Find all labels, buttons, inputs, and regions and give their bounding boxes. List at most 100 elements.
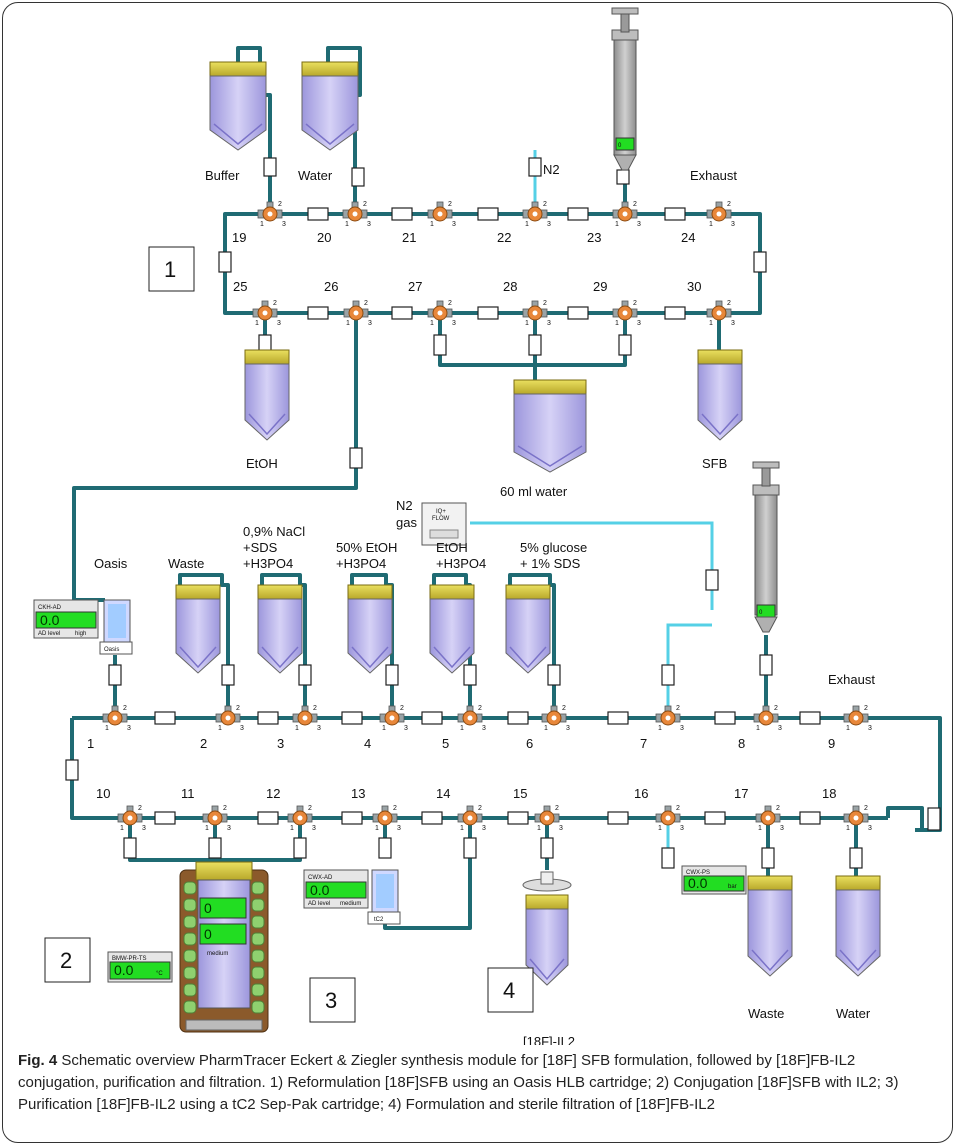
valve-port-label: 1 bbox=[758, 825, 762, 832]
heater-pad bbox=[251, 949, 265, 963]
inline-connectors bbox=[65, 157, 941, 869]
valve-number: 19 bbox=[232, 230, 246, 245]
vial-glucose bbox=[505, 584, 551, 674]
valve: 123 bbox=[427, 300, 456, 327]
valve-port-label: 3 bbox=[780, 825, 784, 832]
label-etoh50-1: 50% EtOH bbox=[336, 540, 397, 555]
valve-port-label: 3 bbox=[547, 320, 551, 327]
label-glucose-2: + 1% SDS bbox=[520, 556, 581, 571]
valve-port-label: 2 bbox=[278, 201, 282, 208]
valve-port-label: 3 bbox=[142, 825, 146, 832]
valve-port-label: 1 bbox=[615, 221, 619, 228]
valve: 123 bbox=[541, 705, 570, 732]
valve-port-label: 2 bbox=[123, 705, 127, 712]
cwx-ad-sub1: AD level bbox=[308, 901, 330, 907]
valve: 123 bbox=[427, 201, 456, 228]
valve-number: 8 bbox=[738, 736, 745, 751]
tube-glucose bbox=[508, 573, 556, 718]
reactor-level: medium bbox=[207, 951, 228, 957]
valve: 123 bbox=[843, 805, 872, 832]
heater-pad bbox=[183, 1000, 197, 1014]
valve-port-label: 3 bbox=[312, 825, 316, 832]
valve-port-label: 2 bbox=[776, 805, 780, 812]
valve-port-label: 1 bbox=[525, 320, 529, 327]
valve-port-label: 1 bbox=[255, 320, 259, 327]
valve-number: 14 bbox=[436, 786, 450, 801]
section-4-label: 4 bbox=[503, 978, 515, 1003]
valve-port-label: 3 bbox=[452, 221, 456, 228]
tube-waste-top bbox=[178, 573, 230, 718]
valve-port-label: 2 bbox=[633, 300, 637, 307]
reactor-value-2: 0 bbox=[204, 926, 212, 942]
valve-number: 13 bbox=[351, 786, 365, 801]
valve-port-label: 3 bbox=[397, 825, 401, 832]
valve-port-label: 2 bbox=[676, 805, 680, 812]
bmw-name: BMW-PR-TS bbox=[112, 956, 147, 962]
heater-pad bbox=[183, 898, 197, 912]
valve: 1 2 3 bbox=[522, 300, 551, 327]
valve-port-label: 3 bbox=[240, 725, 244, 732]
heater-pad bbox=[251, 966, 265, 980]
heater-pad bbox=[251, 932, 265, 946]
valve: 123 bbox=[215, 705, 244, 732]
cwx-ad-value: 0.0 bbox=[310, 882, 330, 898]
label-exhaust-top: Exhaust bbox=[690, 168, 737, 183]
valve-port-label: 1 bbox=[295, 725, 299, 732]
valve-port-label: 1 bbox=[756, 725, 760, 732]
valve: 123 bbox=[117, 805, 146, 832]
vial-buffer bbox=[209, 61, 267, 151]
label-etoh: EtOH bbox=[246, 456, 278, 471]
valve-port-label: 3 bbox=[566, 725, 570, 732]
vial-sfb bbox=[697, 349, 743, 441]
tube-nacl bbox=[260, 573, 307, 718]
valve-port-label: 1 bbox=[658, 725, 662, 732]
valve: 123 bbox=[372, 805, 401, 832]
valve-number: 25 bbox=[233, 279, 247, 294]
valve-port-label: 3 bbox=[559, 825, 563, 832]
valve-port-label: 3 bbox=[452, 320, 456, 327]
valve: 123 bbox=[287, 805, 316, 832]
valve-number: 12 bbox=[266, 786, 280, 801]
valve-port-label: 2 bbox=[364, 300, 368, 307]
valve-number: 5 bbox=[442, 736, 449, 751]
ckh-value: 0.0 bbox=[40, 612, 60, 628]
cwx-ps-unit: bar bbox=[728, 884, 737, 890]
valve-port-label: 3 bbox=[680, 825, 684, 832]
caption-fig-label: Fig. 4 bbox=[18, 1052, 58, 1069]
heater-pad bbox=[183, 983, 197, 997]
valve-port-label: 3 bbox=[368, 320, 372, 327]
cwx-ps-value: 0.0 bbox=[688, 875, 708, 891]
valve-port-label: 2 bbox=[727, 201, 731, 208]
iq-flow-controller: IQ+ FLOW bbox=[421, 502, 467, 546]
valve-port-label: 2 bbox=[676, 705, 680, 712]
cwx-ad-sub2: medium bbox=[340, 901, 361, 907]
syringe-bottom: 0 bbox=[752, 461, 780, 633]
valve-port-label: 2 bbox=[448, 300, 452, 307]
valve-port-label: 2 bbox=[727, 300, 731, 307]
valve-port-label: 2 bbox=[448, 201, 452, 208]
valve-port-label: 1 bbox=[460, 725, 464, 732]
section-2-label: 2 bbox=[60, 948, 72, 973]
valve-port-label: 1 bbox=[460, 825, 464, 832]
valve-port-label: 3 bbox=[680, 725, 684, 732]
reagent-labels: Buffer Water N2 Exhaust EtOH SFB 60 ml w… bbox=[94, 162, 875, 1045]
valve-port-label: 3 bbox=[637, 221, 641, 228]
valve-port-label: 2 bbox=[363, 201, 367, 208]
valve: 123 bbox=[612, 300, 641, 327]
valve-port-label: 3 bbox=[778, 725, 782, 732]
gas-lines bbox=[470, 150, 714, 868]
valve-number: 22 bbox=[497, 230, 511, 245]
vial-water-bot bbox=[835, 875, 881, 977]
valve-number: 9 bbox=[828, 736, 835, 751]
bmw-pr-ts-meter: BMW-PR-TS 0.0 °C bbox=[107, 951, 173, 983]
label-n2gas-1: N2 bbox=[396, 498, 413, 513]
valve-port-label: 1 bbox=[382, 725, 386, 732]
valve-port-label: 1 bbox=[290, 825, 294, 832]
valve-port-label: 1 bbox=[846, 725, 850, 732]
caption-text: Schematic overview PharmTracer Eckert & … bbox=[18, 1052, 899, 1113]
valve-port-label: 2 bbox=[774, 705, 778, 712]
valve-port-label: 2 bbox=[543, 300, 547, 307]
tube-top-loop bbox=[223, 212, 762, 315]
valve: 123 bbox=[202, 805, 231, 832]
